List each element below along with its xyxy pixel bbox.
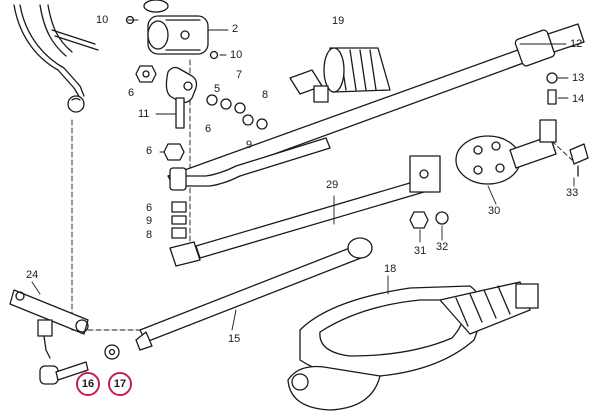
callout-2: 2: [232, 23, 239, 35]
callout-14: 14: [572, 93, 585, 105]
callout-32: 32: [436, 241, 449, 253]
nuts-31-32: [409, 211, 449, 229]
washer-stack: [206, 94, 268, 130]
coupling-part-30: [455, 119, 557, 185]
callout-30: 30: [488, 205, 501, 217]
callout-29: 29: [326, 179, 339, 191]
lever-part-24: [9, 289, 89, 359]
callout-8: 8: [146, 229, 153, 241]
callout-19: 19: [332, 15, 345, 27]
callout-9: 9: [246, 139, 253, 151]
callout-18: 18: [384, 263, 397, 275]
callout-10: 10: [96, 14, 109, 26]
callout-12: 12: [570, 38, 583, 50]
bolt-part-14: [546, 72, 558, 105]
callout-6: 6: [146, 202, 153, 214]
callout-17-highlighted: 17: [108, 372, 132, 396]
clamp-part-11: [165, 66, 198, 129]
bracket-part-2: [125, 0, 219, 60]
shift-rod-part-12: [167, 23, 585, 191]
callout-33: 33: [566, 187, 579, 199]
bolt-part-16: [39, 361, 89, 385]
nut-part-6-top: [135, 65, 157, 83]
callout-24: 24: [26, 269, 39, 281]
callout-6: 6: [128, 87, 135, 99]
small-parts-stack: [171, 201, 187, 239]
callout-10: 10: [230, 49, 243, 61]
rod-part-29: [169, 155, 441, 267]
callout-leader-lines: [31, 19, 575, 373]
callout-16-highlighted: 16: [76, 372, 100, 396]
callout-8: 8: [262, 89, 269, 101]
callout-5: 5: [214, 83, 221, 95]
bent-rod-upper: [169, 137, 331, 191]
callout-31: 31: [414, 245, 427, 257]
callout-7: 7: [236, 69, 243, 81]
rod-part-15: [135, 237, 373, 351]
callout-11: 11: [138, 108, 150, 120]
screw-part-33: [569, 143, 589, 177]
callout-9: 9: [146, 215, 153, 227]
callout-15: 15: [228, 333, 241, 345]
washer-part-17: [104, 344, 120, 360]
callout-13: 13: [572, 72, 585, 84]
rubber-boot-part-19: [289, 47, 391, 103]
shift-lever: [13, 4, 99, 113]
housing-part-18: [287, 281, 539, 411]
callout-6: 6: [146, 145, 153, 157]
nut-part-6-mid: [163, 143, 185, 161]
callout-6: 6: [205, 123, 212, 135]
